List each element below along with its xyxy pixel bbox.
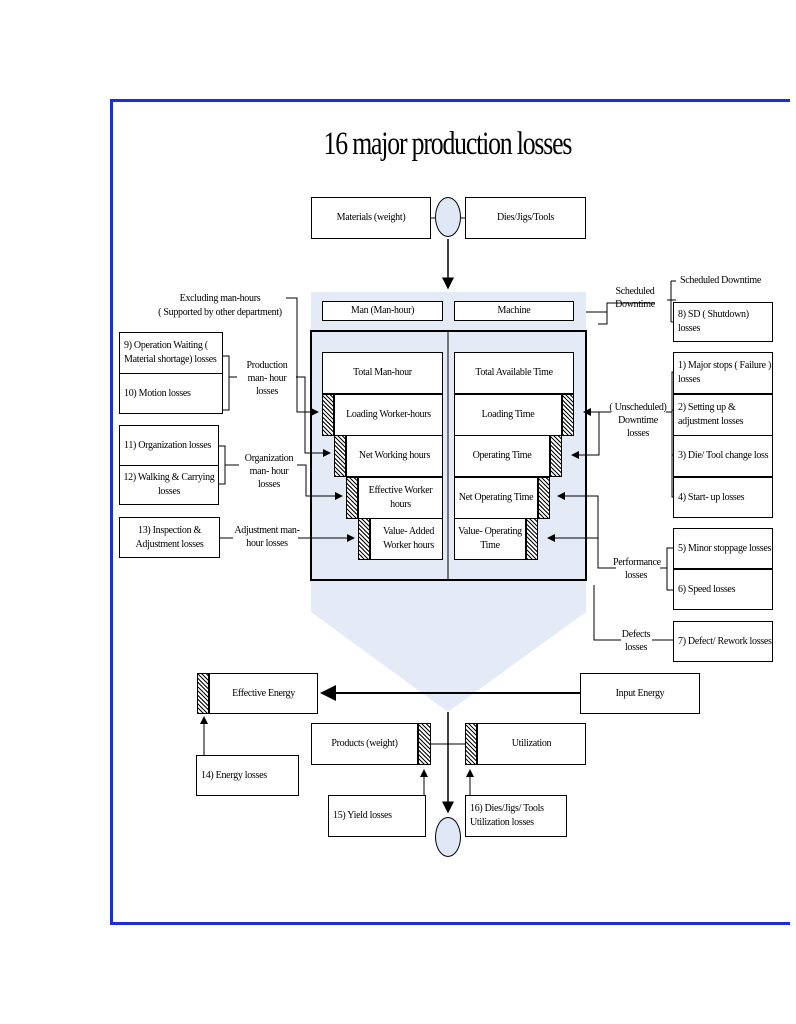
- loss-12-box: 12) Walking & Carrying losses: [119, 465, 219, 505]
- scheduled-top-label: Scheduled Downtime: [680, 275, 761, 286]
- scheduled-label: Scheduled Downtime: [615, 286, 655, 310]
- loss-10-box: 10) Motion losses: [119, 373, 223, 414]
- loss-hatch: [550, 435, 562, 477]
- loss-7-box: 7) Defect/ Rework losses: [673, 621, 773, 662]
- defects-label: Defects losses: [621, 629, 651, 653]
- products-box: Products (weight): [311, 723, 418, 765]
- machine-stack-item: Total Available Time: [454, 352, 574, 394]
- diagram-title: 16 major production losses: [323, 126, 573, 162]
- loss-hatch: [346, 477, 358, 519]
- effective-energy-box: Effective Energy: [209, 673, 318, 714]
- loss-3-box: 3) Die/ Tool change loss: [673, 435, 773, 477]
- loss-hatch: [562, 394, 574, 436]
- loss-hatch: [358, 518, 370, 560]
- man-stack-item: Effective Worker hours: [358, 477, 443, 519]
- loss-hatch: [197, 673, 209, 714]
- loss-9-box: 9) Operation Waiting ( Material shortage…: [119, 332, 223, 374]
- utilization-box: Utilization: [477, 723, 586, 765]
- man-stack-item: Net Working hours: [346, 435, 443, 477]
- dies-box: Dies/Jigs/Tools: [465, 197, 586, 239]
- loss-hatch: [322, 394, 334, 436]
- man-stack-item: Loading Worker-hours: [334, 394, 443, 436]
- loss-6-box: 6) Speed losses: [673, 569, 773, 610]
- machine-stack-item: Loading Time: [454, 394, 562, 436]
- man-stack-item: Value- Added Worker hours: [370, 518, 443, 560]
- loss-11-box: 11) Organization losses: [119, 425, 219, 466]
- loss-hatch: [538, 477, 550, 519]
- excluding-label: Excluding man-hours: [179, 293, 261, 304]
- machine-header: Machine: [454, 301, 574, 321]
- loss-13-box: 13) Inspection & Adjustment losses: [119, 517, 220, 558]
- loss-hatch: [526, 518, 538, 560]
- performance-label: Performance losses: [613, 557, 661, 581]
- man-header: Man (Man-hour): [322, 301, 443, 321]
- loss-2-box: 2) Setting up & adjustment losses: [673, 394, 773, 436]
- unscheduled-label: ( Unscheduled) Downtime losses: [609, 402, 667, 439]
- loss-hatch: [465, 723, 477, 765]
- man-stack-item: Total Man-hour: [322, 352, 443, 394]
- machine-stack-item: Value- Operating Time: [454, 518, 526, 560]
- loss-1-box: 1) Major stops ( Failure ) losses: [673, 352, 773, 394]
- output-circle: [435, 817, 461, 857]
- production-label: Production man- hour losses: [246, 360, 288, 397]
- loss-hatch: [418, 723, 431, 765]
- loss-15-box: 15) Yield losses: [328, 795, 426, 837]
- materials-box: Materials (weight): [311, 197, 431, 239]
- diagram-frame: [110, 99, 790, 925]
- loss-14-box: 14) Energy losses: [196, 755, 299, 796]
- organization-label: Organization man- hour losses: [244, 453, 294, 490]
- loss-hatch: [334, 435, 346, 477]
- loss-4-box: 4) Start- up losses: [673, 477, 773, 518]
- input-circle: [435, 197, 461, 237]
- loss-16-box: 16) Dies/Jigs/ Tools Utilization losses: [465, 795, 567, 837]
- loss-8-box: 8) SD ( Shutdown) losses: [673, 302, 773, 342]
- machine-stack-item: Operating Time: [454, 435, 550, 477]
- input-energy-box: Input Energy: [580, 673, 700, 714]
- loss-5-box: 5) Minor stoppage losses: [673, 528, 773, 569]
- adjustment-label: Adjustment man- hour losses: [234, 525, 300, 549]
- excluding-sub-label: ( Supported by other department): [158, 307, 282, 318]
- machine-stack-item: Net Operating Time: [454, 477, 538, 519]
